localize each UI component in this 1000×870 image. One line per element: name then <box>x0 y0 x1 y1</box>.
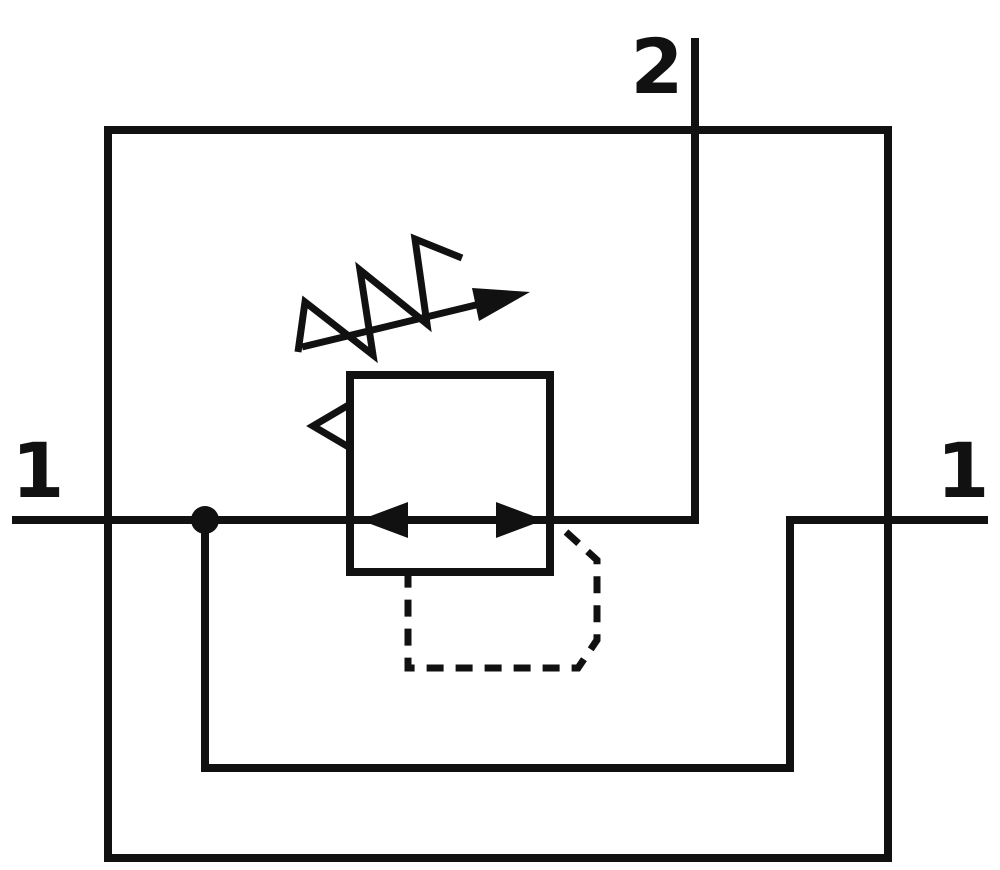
schematic-lines <box>12 38 988 862</box>
flow-arrow-right-icon <box>496 502 544 538</box>
pilot-dashed-line <box>404 529 601 672</box>
adjustment-arrow-head-icon <box>472 288 530 321</box>
schematic-fills: 1 1 2 <box>12 22 990 538</box>
valve-body <box>346 371 554 576</box>
port-label-right: 1 <box>937 426 990 515</box>
bypass-line <box>201 516 988 772</box>
port-label-top: 2 <box>631 22 684 111</box>
relief-arrow-icon <box>306 399 354 453</box>
adjustment-arrow-shaft <box>301 300 481 351</box>
junction-dot <box>191 506 219 534</box>
spring-icon <box>294 233 464 364</box>
port-label-left: 1 <box>12 426 65 515</box>
flow-arrow-left-icon <box>360 502 408 538</box>
enclosure-box <box>104 126 892 862</box>
